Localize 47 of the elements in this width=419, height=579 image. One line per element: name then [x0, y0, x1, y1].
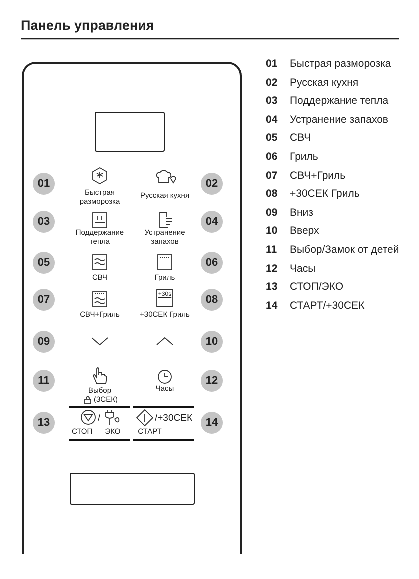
list-number: 08 — [266, 188, 278, 202]
callout-number: 04 — [201, 211, 223, 233]
callout-number: 11 — [33, 370, 55, 392]
list-item-text: СТОП/ЭКО — [290, 281, 344, 294]
list-item-text: СТАРТ/+30СЕК — [290, 300, 365, 313]
list-item-text: Часы — [290, 262, 316, 276]
list-number: 11 — [266, 244, 278, 257]
list-item-text: Поддержание тепла — [290, 95, 389, 108]
list-item-text: СВЧ+Гриль — [290, 170, 346, 183]
list-item-text: Вниз — [290, 206, 314, 220]
list-number: 05 — [266, 132, 278, 146]
list-item-text: Выбор/Замок от детей — [290, 244, 400, 257]
callout-number: 08 — [201, 289, 223, 311]
list-number: 10 — [266, 225, 278, 238]
callout-number: 07 — [33, 289, 55, 311]
list-number: 12 — [266, 262, 278, 276]
callout-number: 05 — [33, 252, 55, 274]
list-number: 07 — [266, 170, 278, 183]
list-item-text: +30СЕК Гриль — [290, 188, 360, 202]
list-number: 13 — [266, 281, 278, 294]
control-panel — [22, 62, 242, 554]
list-number: 04 — [266, 114, 278, 127]
title: Панель управления — [21, 18, 154, 33]
callout-number: 09 — [33, 331, 55, 353]
callout-number: 01 — [33, 173, 55, 195]
list-number: 09 — [266, 206, 278, 220]
list-item-text: Вверх — [290, 225, 320, 238]
list-item-text: Устранение запахов — [290, 114, 388, 127]
list-number: 06 — [266, 151, 278, 164]
button-label: / — [98, 413, 102, 424]
list-item-text: Русская кухня — [290, 76, 359, 90]
callout-number: 12 — [201, 370, 223, 392]
callout-number: 02 — [201, 173, 223, 195]
callout-number: 03 — [33, 211, 55, 233]
list-number: 14 — [266, 300, 278, 313]
list-item-text: Гриль — [290, 151, 318, 164]
list-number: 03 — [266, 95, 278, 108]
callout-number: 10 — [201, 331, 223, 353]
display-window — [70, 473, 195, 505]
display-window — [95, 112, 165, 152]
callout-number: 06 — [201, 252, 223, 274]
list-number: 02 — [266, 76, 278, 90]
callout-number: 13 — [33, 412, 55, 434]
list-number: 01 — [266, 58, 278, 71]
list-item-text: Быстрая разморозка — [290, 58, 392, 71]
callout-number: 14 — [201, 412, 223, 434]
list-item-text: СВЧ — [290, 132, 312, 146]
